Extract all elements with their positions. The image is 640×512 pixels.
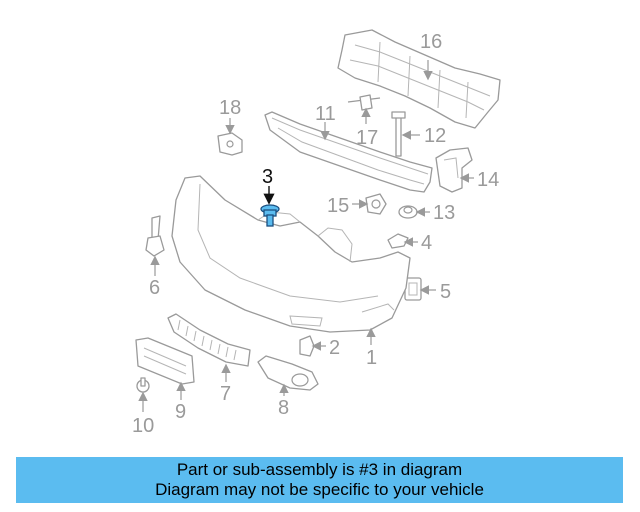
part-11-reinforcement[interactable]: [264, 111, 433, 193]
banner-line-1: Part or sub-assembly is #3 in diagram: [176, 460, 463, 479]
part-9-license-bracket[interactable]: [135, 337, 195, 385]
part-7-grille[interactable]: [167, 313, 251, 367]
callout-6[interactable]: 6: [149, 277, 160, 299]
callout-16[interactable]: 16: [420, 31, 442, 53]
leader-lines: [138, 60, 474, 412]
callout-3[interactable]: 3: [262, 166, 273, 188]
callout-12[interactable]: 12: [424, 125, 446, 147]
callout-17[interactable]: 17: [356, 127, 378, 149]
part-14-mount-bracket[interactable]: [435, 147, 473, 193]
info-banner: Part or sub-assembly is #3 in diagram Di…: [16, 457, 623, 503]
part-16-energy-absorber[interactable]: [337, 29, 501, 129]
part-2-clip[interactable]: [299, 335, 315, 357]
callout-7[interactable]: 7: [220, 383, 231, 405]
part-8-fog-bezel[interactable]: [257, 355, 319, 391]
part-10-fastener[interactable]: [136, 377, 150, 393]
part-4-clip[interactable]: [387, 233, 409, 249]
part-15-bolt[interactable]: [365, 193, 387, 215]
part-18-bracket[interactable]: [217, 132, 243, 156]
callout-13[interactable]: 13: [433, 202, 455, 224]
callout-11[interactable]: 11: [315, 103, 336, 125]
callout-15[interactable]: 15: [327, 195, 349, 217]
callout-2[interactable]: 2: [329, 337, 340, 359]
callout-14[interactable]: 14: [477, 169, 499, 191]
banner-line-2: Diagram may not be specific to your vehi…: [155, 480, 484, 499]
callout-10[interactable]: 10: [132, 415, 154, 437]
part-12-bolt[interactable]: [391, 111, 406, 157]
callout-4[interactable]: 4: [421, 232, 432, 254]
part-13-nut[interactable]: [398, 205, 418, 219]
callout-18[interactable]: 18: [219, 97, 241, 119]
part-3-highlighted-bolt[interactable]: [260, 204, 280, 227]
part-6-bracket[interactable]: [145, 215, 165, 257]
callout-9[interactable]: 9: [175, 401, 186, 423]
callout-1[interactable]: 1: [366, 347, 377, 369]
part-17-clip[interactable]: [347, 94, 381, 111]
parts-diagram: 16 11 18 17 12 14 3 15 13 4 5 6 2 1 7 9 …: [132, 29, 501, 437]
callout-5[interactable]: 5: [440, 281, 451, 303]
callout-labels: 16 11 18 17 12 14 3 15 13 4 5 6 2 1 7 9 …: [132, 31, 499, 437]
callout-8[interactable]: 8: [278, 397, 289, 419]
